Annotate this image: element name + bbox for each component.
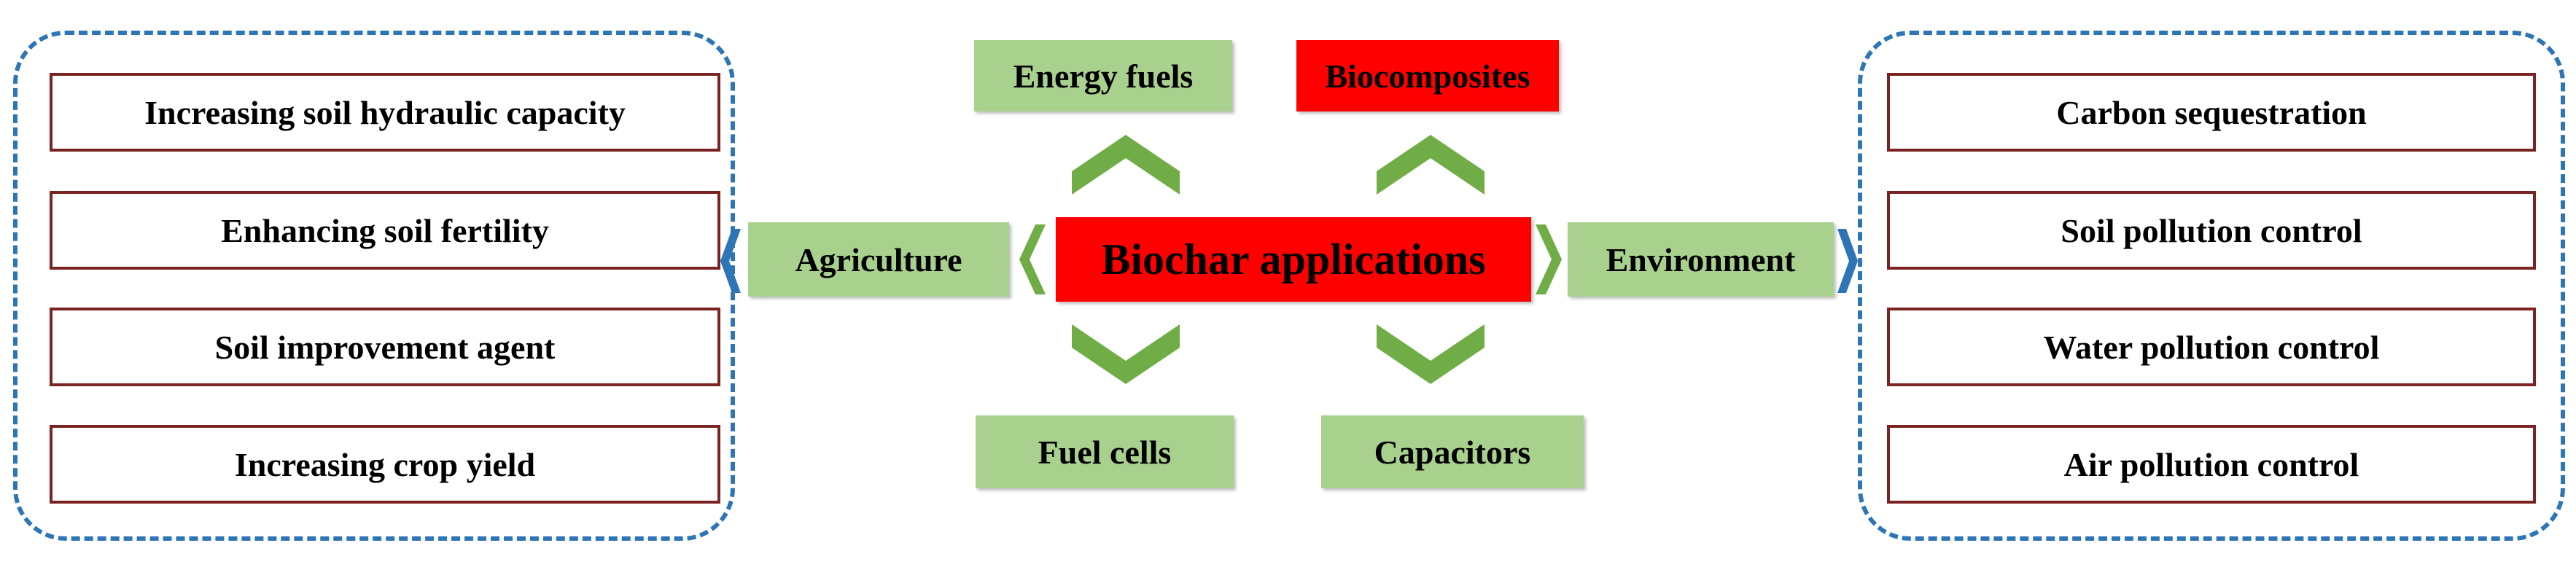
- chevron-down-icon: [1377, 324, 1484, 384]
- biochar-applications-center: Biochar applications: [1056, 217, 1531, 302]
- chevron-up-icon: [1072, 135, 1180, 195]
- environment-item: Air pollution control: [1887, 425, 2536, 504]
- chevron-left-icon: [720, 229, 741, 293]
- chevron-up-icon: [1377, 135, 1484, 195]
- environment-group: [1858, 31, 2565, 541]
- agriculture-item: Increasing soil hydraulic capacity: [50, 73, 720, 152]
- environment-item: Carbon sequestration: [1887, 73, 2536, 152]
- fuel-cells-box: Fuel cells: [976, 415, 1234, 488]
- capacitors-box: Capacitors: [1321, 415, 1584, 488]
- environment-item: Soil pollution control: [1887, 191, 2536, 270]
- agriculture-item: Enhancing soil fertility: [50, 191, 720, 270]
- agriculture-item: Soil improvement agent: [50, 308, 720, 386]
- chevron-down-icon: [1072, 324, 1180, 384]
- chevron-right-icon: [1536, 224, 1562, 294]
- chevron-right-icon: [1837, 229, 1858, 293]
- chevron-left-icon: [1019, 224, 1046, 294]
- environment-item: Water pollution control: [1887, 308, 2536, 386]
- agriculture-category: Agriculture: [748, 222, 1009, 297]
- environment-category: Environment: [1568, 222, 1834, 297]
- agriculture-item: Increasing crop yield: [50, 425, 720, 504]
- biocomposites-box: Biocomposites: [1296, 40, 1559, 112]
- energy-fuels-box: Energy fuels: [974, 40, 1232, 112]
